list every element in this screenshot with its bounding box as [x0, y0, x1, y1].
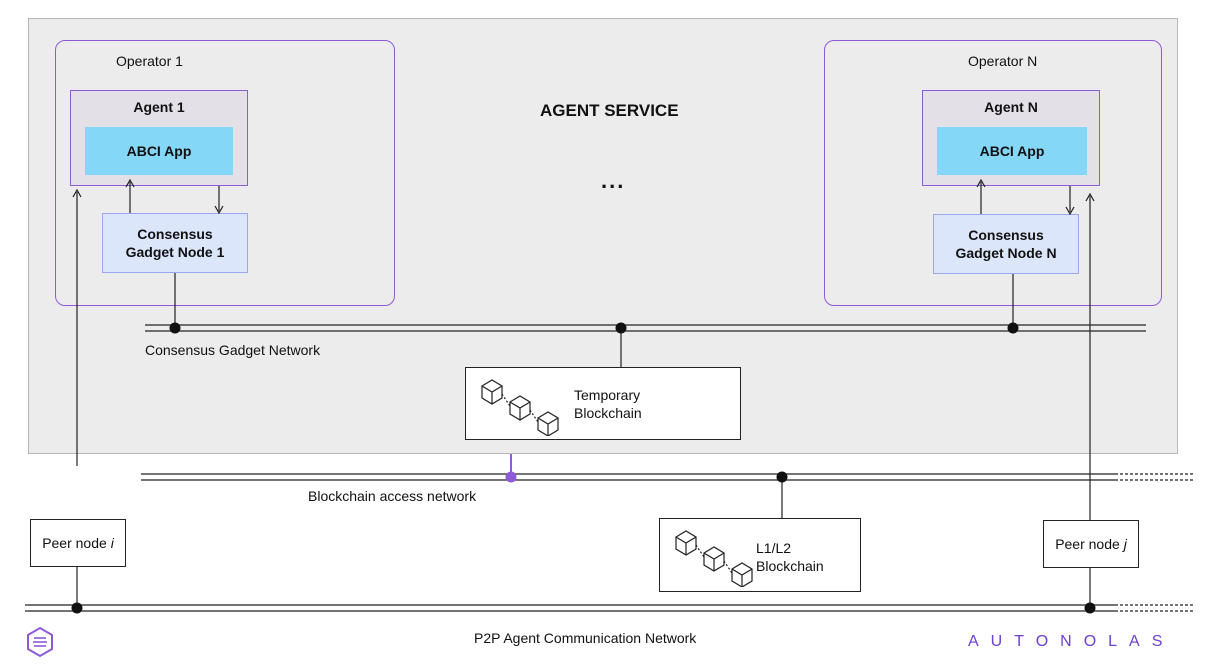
peer-node-i-suffix: i: [110, 535, 114, 551]
blockchain-access-network-label: Blockchain access network: [308, 488, 477, 504]
blockchain-cubes-icon: [675, 530, 753, 587]
node-1-line1: Consensus: [137, 226, 213, 242]
consensus-network-label: Consensus Gadget Network: [145, 342, 321, 358]
peer-node-j-suffix: j: [1123, 536, 1127, 552]
l1l2-blockchain-box: L1/L2 Blockchain: [659, 518, 861, 592]
temporary-blockchain-box: Temporary Blockchain: [465, 367, 741, 440]
temporary-blockchain-line1: Temporary: [574, 387, 641, 403]
blockchain-cubes-icon: [481, 379, 559, 436]
agent-n-box: Agent N ABCI App: [922, 90, 1100, 186]
peer-node-j-prefix: Peer node: [1055, 536, 1124, 552]
abci-app-n: ABCI App: [937, 127, 1087, 175]
operator-1-label: Operator 1: [116, 53, 183, 69]
node-n-line2: Gadget Node N: [955, 245, 1057, 261]
autonolas-logo-icon: [27, 626, 53, 658]
peer-node-i-prefix: Peer node: [42, 535, 111, 551]
node-1-line2: Gadget Node 1: [125, 244, 225, 260]
temporary-blockchain-line2: Blockchain: [574, 405, 642, 421]
agent-1-label: Agent 1: [133, 99, 185, 115]
l1l2-blockchain-line1: L1/L2: [756, 540, 792, 556]
service-ellipsis: ...: [601, 168, 626, 193]
brand-name: AUTONOLAS: [968, 633, 1175, 650]
p2p-network-label: P2P Agent Communication Network: [474, 630, 697, 646]
peer-node-i: Peer node i: [30, 519, 126, 567]
service-title: AGENT SERVICE: [540, 101, 679, 120]
agent-1-box: Agent 1 ABCI App: [70, 90, 248, 186]
l1l2-blockchain-line2: Blockchain: [756, 558, 824, 574]
operator-n-label: Operator N: [968, 53, 1038, 69]
node-n-line1: Consensus: [968, 227, 1044, 243]
agent-n-label: Agent N: [984, 99, 1038, 115]
peer-node-j: Peer node j: [1043, 520, 1139, 568]
abci-app-1: ABCI App: [85, 127, 233, 175]
